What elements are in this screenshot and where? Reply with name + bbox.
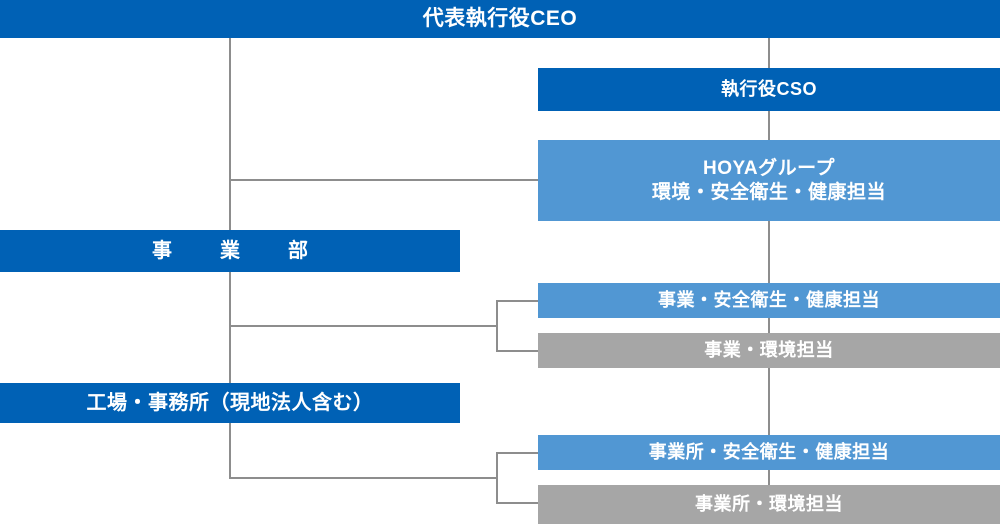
node-business-safety-health[interactable]: 事業・安全衛生・健康担当 xyxy=(538,283,1000,318)
node-business-environment-label: 事業・環境担当 xyxy=(704,340,834,361)
node-business-division[interactable]: 事 業 部 xyxy=(0,230,460,272)
node-ceo[interactable]: 代表執行役CEO xyxy=(0,0,1000,38)
node-ceo-label: 代表執行役CEO xyxy=(422,6,578,30)
connector-site-bracket-vertical xyxy=(496,452,498,503)
connector-division-to-factory xyxy=(229,325,231,384)
connector-factory-down xyxy=(229,422,231,478)
node-factory-office[interactable]: 工場・事務所（現地法人含む） xyxy=(0,383,460,423)
node-hoya-group-env[interactable]: HOYAグループ 環境・安全衛生・健康担当 xyxy=(538,140,1000,221)
node-business-division-label: 事 業 部 xyxy=(152,239,322,262)
connector-ceo-center-vertical xyxy=(768,38,770,524)
connector-site-safety-arm xyxy=(496,452,539,454)
connector-hoya-group-horizontal xyxy=(229,179,539,181)
node-site-safety-health-label: 事業所・安全衛生・健康担当 xyxy=(648,442,890,463)
connector-business-bracket-vertical xyxy=(496,300,498,351)
node-site-environment-label: 事業所・環境担当 xyxy=(695,494,843,515)
node-business-environment[interactable]: 事業・環境担当 xyxy=(538,333,1000,368)
connector-business-bracket-horizontal xyxy=(229,325,497,327)
connector-site-environment-arm xyxy=(496,502,539,504)
connector-business-environment-arm xyxy=(496,350,539,352)
connector-site-bracket-horizontal xyxy=(229,477,497,479)
connector-ceo-left-vertical xyxy=(229,38,231,180)
connector-business-safety-arm xyxy=(496,300,539,302)
connector-division-down xyxy=(229,272,231,326)
node-hoya-group-env-line2: 環境・安全衛生・健康担当 xyxy=(651,181,886,203)
node-cso-label: 執行役CSO xyxy=(720,79,817,100)
connector-left-spine-to-division xyxy=(229,179,231,231)
node-hoya-group-env-line1: HOYAグループ xyxy=(702,157,835,179)
node-site-environment[interactable]: 事業所・環境担当 xyxy=(538,485,1000,524)
node-site-safety-health[interactable]: 事業所・安全衛生・健康担当 xyxy=(538,435,1000,470)
node-cso[interactable]: 執行役CSO xyxy=(538,68,1000,111)
node-business-safety-health-label: 事業・安全衛生・健康担当 xyxy=(658,290,880,311)
node-factory-office-label: 工場・事務所（現地法人含む） xyxy=(86,391,374,414)
